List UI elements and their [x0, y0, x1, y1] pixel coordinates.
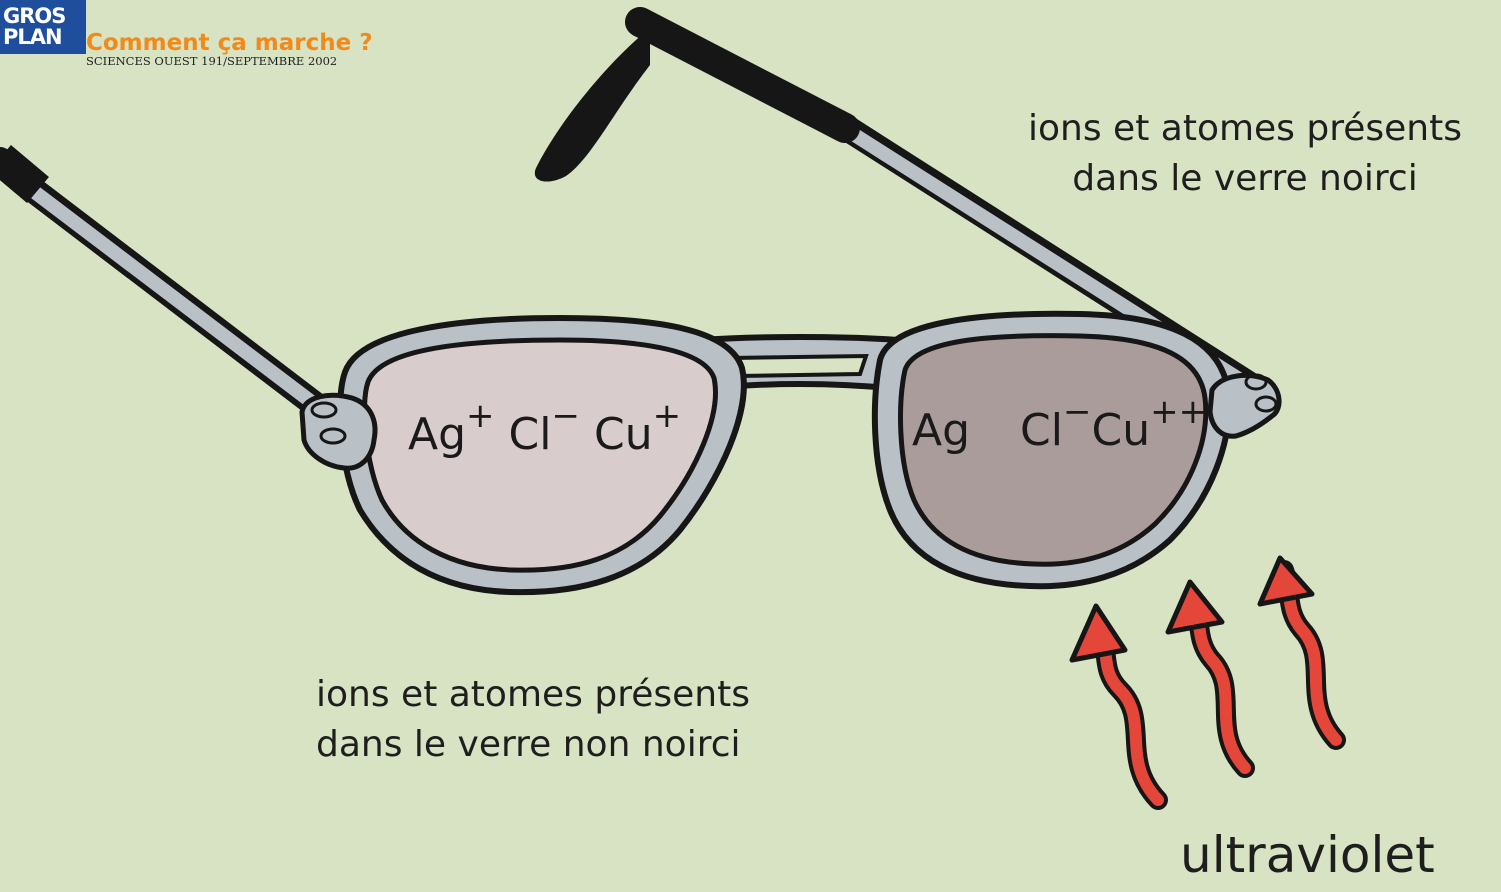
- right-lens-formula: Ag Cl−Cu++: [912, 395, 1207, 456]
- uv-arrows: [1069, 555, 1346, 810]
- badge-line-1: GROS: [3, 4, 66, 28]
- left-hinge: [299, 392, 378, 471]
- left-cu: Cu: [593, 409, 653, 460]
- uv-arrow-icon: [1257, 555, 1346, 750]
- badge-line-2: PLAN: [3, 25, 63, 49]
- left-lens: [362, 337, 718, 573]
- right-lens: [898, 333, 1209, 567]
- left-lens-formula: Ag+ Cl− Cu+: [408, 399, 681, 460]
- right-cu-charge: ++: [1150, 392, 1208, 433]
- left-ag-charge: +: [466, 396, 495, 437]
- right-cl-charge: −: [1062, 392, 1092, 433]
- clear-caption-line-2: dans le verre non noirci: [316, 724, 741, 765]
- darkened-caption-line-2: dans le verre noirci: [1072, 158, 1418, 199]
- right-cl: Cl: [1020, 405, 1063, 456]
- left-cl-charge: −: [551, 396, 580, 437]
- uv-arrow-icon: [1165, 579, 1255, 778]
- left-cu-charge: +: [652, 396, 682, 437]
- uv-arrow-icon: [1069, 603, 1168, 810]
- clear-glass-caption: ions et atomes présents dans le verre no…: [316, 670, 750, 770]
- clear-caption-line-1: ions et atomes présents: [316, 674, 750, 715]
- darkened-caption-line-1: ions et atomes présents: [1028, 108, 1462, 149]
- darkened-glass-caption: ions et atomes présents dans le verre no…: [1005, 104, 1485, 204]
- right-cu: Cu: [1091, 405, 1151, 456]
- header-title: Comment ça marche ?: [86, 30, 373, 56]
- left-ag: Ag: [408, 409, 467, 460]
- right-hinge: [1207, 372, 1282, 439]
- frame-front: [299, 310, 1282, 596]
- left-temple: [0, 144, 343, 429]
- header-subtitle: SCIENCES OUEST 191/SEPTEMBRE 2002: [86, 54, 338, 68]
- gros-plan-badge: GROS PLAN: [0, 0, 86, 54]
- left-cl: Cl: [508, 409, 552, 460]
- ultraviolet-label: ultraviolet: [1180, 826, 1435, 884]
- right-ag: Ag: [912, 405, 971, 456]
